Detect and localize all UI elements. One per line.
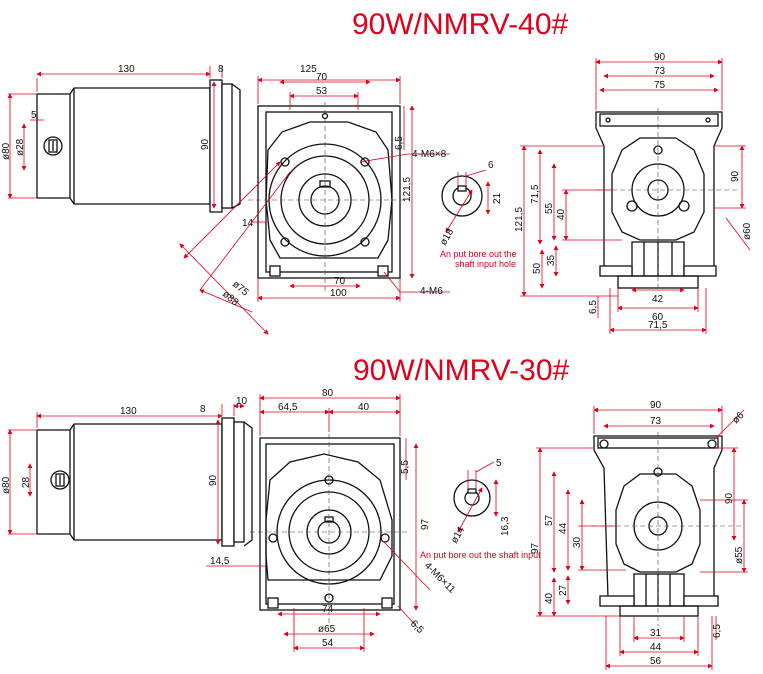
top-side-width-73: 73 <box>654 66 666 77</box>
bottom-front-width-40: 40 <box>358 402 370 413</box>
bottom-bore-dia: ø14 <box>449 525 467 546</box>
bottom-side-height-6-5: 6,5 <box>712 624 723 638</box>
top-bore-detail: 6 ø18 21 An put bore out the shaft input… <box>438 160 516 269</box>
bottom-motor-shaft: 28 <box>21 476 32 488</box>
top-front-width-70: 70 <box>316 72 328 83</box>
bottom-front-view: 10 80 64,5 40 5,5 97 14,5 4-M6×11 74 ø65… <box>206 388 458 652</box>
top-side-height-35: 35 <box>546 254 557 266</box>
bottom-front-bolt: 4-M6×11 <box>422 560 458 596</box>
top-note-line-1: An put bore out the <box>440 249 517 259</box>
bottom-front-dia-65: ø65 <box>318 624 336 635</box>
top-side-view: 90 73 75 90 ø60 121,5 71,5 55 40 35 50 6… <box>514 52 753 334</box>
bottom-side-height-44: 44 <box>558 522 569 534</box>
top-front-bolt-top: 4-M6×8 <box>412 149 447 160</box>
bottom-side-height-40: 40 <box>544 592 555 604</box>
top-side-height-40: 40 <box>556 208 567 220</box>
top-front-height-121-5: 121,5 <box>402 177 413 202</box>
top-front-bolt-bottom: 4-M6 <box>420 286 443 297</box>
top-motor-length: 130 <box>118 64 135 75</box>
top-bore-key: 6 <box>488 160 494 171</box>
top-front-view: 125 70 53 6,5 121,5 4-M6×8 14 70 100 4-M… <box>179 64 450 335</box>
top-front-width-70b: 70 <box>334 276 346 287</box>
bottom-front-width-54: 54 <box>322 638 334 649</box>
top-side-height-55: 55 <box>544 202 555 214</box>
bottom-side-width-56: 56 <box>650 656 662 667</box>
bottom-front-height-14-5: 14,5 <box>210 556 230 567</box>
bottom-front-height-97: 97 <box>420 518 431 530</box>
top-front-width-100: 100 <box>330 288 347 299</box>
bottom-side-width-31: 31 <box>650 628 662 639</box>
top-front-width-53: 53 <box>316 86 328 97</box>
bottom-front-height-5-5: 5,5 <box>400 460 411 474</box>
top-motor-shaft: ø28 <box>15 138 26 156</box>
top-bore-height: 21 <box>492 192 503 204</box>
bottom-bore-detail: 5 ø14 16,3 An put bore out the shaft inp… <box>420 458 541 560</box>
top-side-width-60: 60 <box>652 312 664 323</box>
bottom-note: An put bore out the shaft input <box>420 550 541 560</box>
top-note-line-2: shaft input hole <box>455 259 516 269</box>
bottom-side-height-57: 57 <box>544 514 555 526</box>
bottom-side-height-97: 97 <box>530 542 541 554</box>
top-side-height-50: 50 <box>532 262 543 274</box>
top-motor: 130 8 ø80 ø28 5 90 <box>1 64 241 213</box>
bottom-side-width-90: 90 <box>650 400 662 411</box>
bottom-bore-height: 16,3 <box>500 516 511 536</box>
top-side-width-90: 90 <box>654 52 666 63</box>
bottom-side-view: 90 73 ø6 90 97 57 44 30 ø55 27 40 6,5 31… <box>530 400 748 670</box>
top-side-height-6-5: 6,5 <box>588 300 599 314</box>
top-motor-flange: 90 <box>200 138 211 150</box>
bottom-side-height-30: 30 <box>572 536 583 548</box>
title-top: 90W/NMRV-40# <box>352 8 569 41</box>
bottom-front-height-6-5: 6,5 <box>408 618 426 636</box>
top-side-width-75: 75 <box>654 80 666 91</box>
top-side-height-71-5: 71,5 <box>530 184 541 204</box>
bottom-front-width-10: 10 <box>236 396 248 407</box>
top-front-height-6-5: 6,5 <box>394 136 405 150</box>
top-side-dia-60: ø60 <box>742 222 753 240</box>
bottom-side-height-27: 27 <box>558 584 569 596</box>
bottom-motor-length: 130 <box>120 406 137 417</box>
top-motor-diameter: ø80 <box>1 142 12 160</box>
top-side-width-42: 42 <box>652 294 664 305</box>
top-side-width-71-5: 71,5 <box>648 320 668 331</box>
title-bottom: 90W/NMRV-30# <box>353 354 570 387</box>
bottom-side-height-90: 90 <box>724 492 735 504</box>
bottom-motor-gap: 8 <box>200 404 206 415</box>
bottom-motor-flange: 90 <box>208 474 219 486</box>
bottom-motor-diameter: ø80 <box>1 476 12 494</box>
bottom-side-width-73: 73 <box>650 416 662 427</box>
top-front-width-125: 125 <box>300 64 317 75</box>
bottom-side-dia-6: ø6 <box>730 410 746 426</box>
bottom-side-width-44: 44 <box>650 642 662 653</box>
bottom-front-width-64-5: 64,5 <box>278 402 298 413</box>
bottom-motor: 130 8 ø80 28 90 <box>1 404 253 547</box>
bottom-front-width-80: 80 <box>322 388 334 399</box>
top-bore-dia: ø18 <box>438 227 456 248</box>
top-side-height-90: 90 <box>730 170 741 182</box>
bottom-side-dia-55: ø55 <box>734 546 745 564</box>
bottom-front-width-74: 74 <box>322 604 334 615</box>
top-side-height-121-5: 121,5 <box>514 207 525 232</box>
top-motor-gap: 8 <box>218 64 224 75</box>
top-motor-key: 5 <box>31 110 37 121</box>
bottom-bore-key: 5 <box>496 458 502 469</box>
